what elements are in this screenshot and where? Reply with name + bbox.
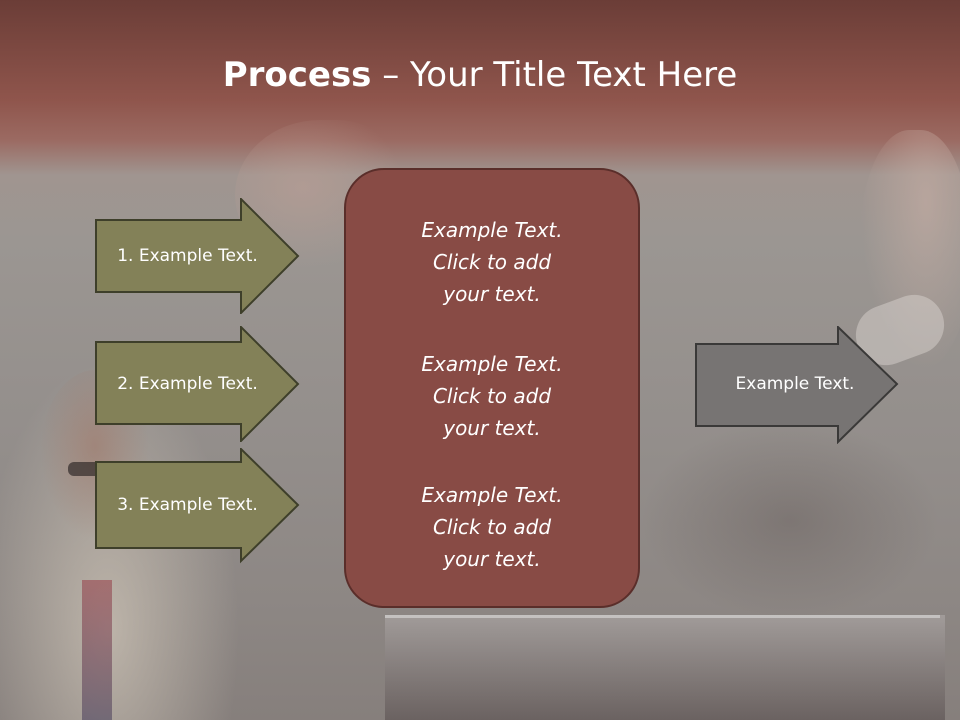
glass-box-photo — [385, 615, 945, 720]
arrow-label: 3. Example Text. — [117, 495, 258, 515]
tie-photo — [82, 580, 112, 720]
content-line: Click to add — [432, 515, 552, 539]
content-block-1[interactable]: Example Text. Click to add your text. — [346, 214, 638, 310]
arrow-right-icon — [95, 326, 300, 442]
process-arrow-3[interactable]: 3. Example Text. — [95, 448, 300, 564]
content-line: Click to add — [432, 384, 552, 408]
arrow-label: 2. Example Text. — [117, 374, 258, 394]
content-line: your text. — [443, 416, 541, 440]
arrow-label: Example Text. — [735, 374, 855, 394]
arrow-right-icon — [95, 198, 300, 314]
content-line: your text. — [443, 282, 541, 306]
title-bold: Process — [222, 55, 372, 95]
content-line: Example Text. — [421, 218, 563, 242]
content-line: Click to add — [432, 250, 552, 274]
title-rest: – Your Title Text Here — [371, 55, 738, 95]
process-arrow-2[interactable]: 2. Example Text. — [95, 326, 300, 442]
glass-box-edge — [385, 615, 940, 618]
result-arrow[interactable]: Example Text. — [695, 326, 900, 444]
arrow-label: 1. Example Text. — [117, 246, 258, 266]
content-line: Example Text. — [421, 352, 563, 376]
background-shadow — [640, 420, 940, 620]
content-line: Example Text. — [421, 483, 563, 507]
content-block-3[interactable]: Example Text. Click to add your text. — [346, 479, 638, 575]
arrow-right-icon — [95, 448, 300, 564]
process-arrow-1[interactable]: 1. Example Text. — [95, 198, 300, 314]
content-box[interactable]: Example Text. Click to add your text. Ex… — [344, 168, 640, 608]
content-line: your text. — [443, 547, 541, 571]
arrow-right-icon — [695, 326, 899, 444]
slide-title[interactable]: Process – Your Title Text Here — [0, 50, 960, 100]
content-block-2[interactable]: Example Text. Click to add your text. — [346, 348, 638, 444]
